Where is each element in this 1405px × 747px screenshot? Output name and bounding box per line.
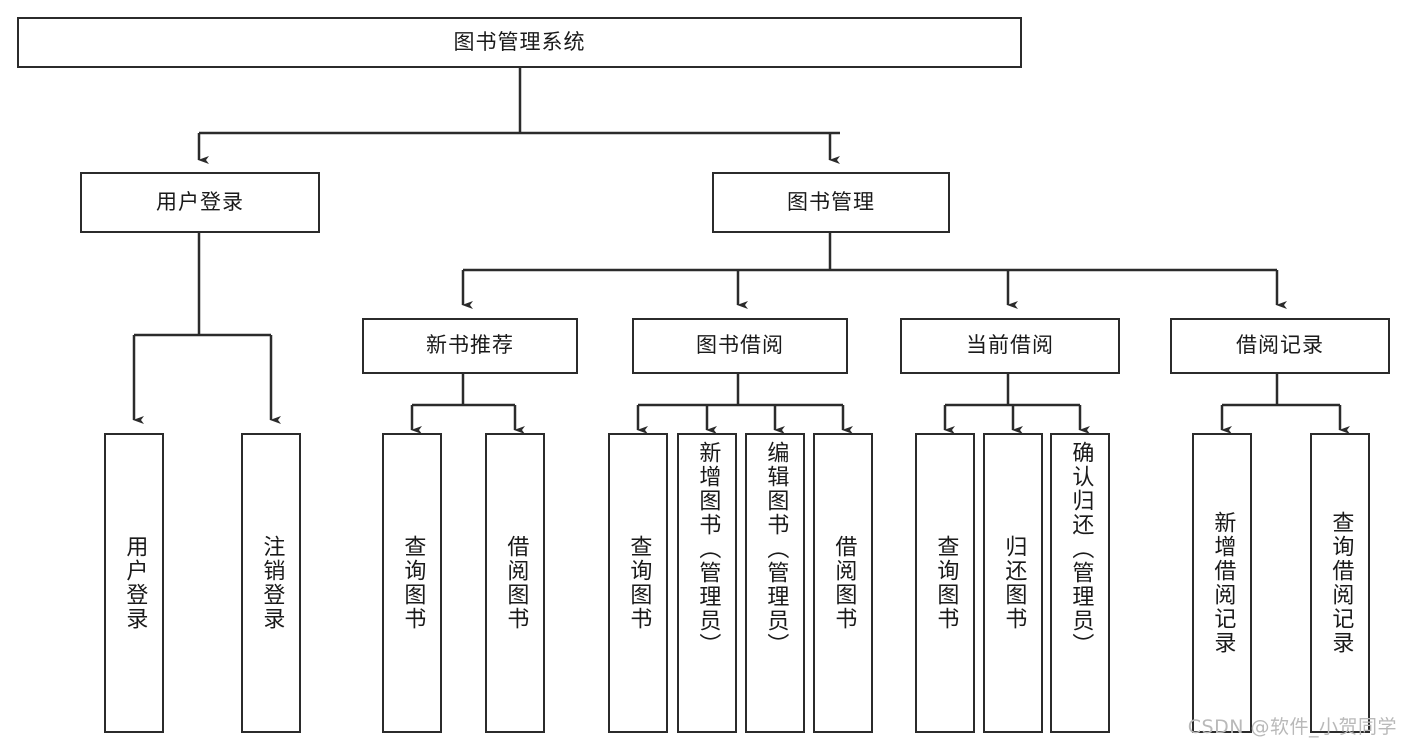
leaf-label: 编辑图书（管理员）	[763, 441, 789, 657]
leaf-record-add-borrow-record[interactable]: 新增借阅记录	[1192, 433, 1252, 733]
node-root-system[interactable]: 图书管理系统	[17, 17, 1022, 68]
leaf-borrow-borrow-book[interactable]: 借阅图书	[813, 433, 873, 733]
leaf-user-login[interactable]: 用户登录	[104, 433, 164, 733]
node-borrow-record[interactable]: 借阅记录	[1170, 318, 1390, 374]
node-book-borrow[interactable]: 图书借阅	[632, 318, 848, 374]
leaf-recommend-query-book[interactable]: 查询图书	[382, 433, 442, 733]
leaf-borrow-query-book[interactable]: 查询图书	[608, 433, 668, 733]
leaf-current-return-book[interactable]: 归还图书	[983, 433, 1043, 733]
leaf-borrow-add-book-admin[interactable]: 新增图书（管理员）	[677, 433, 737, 733]
leaf-borrow-edit-book-admin[interactable]: 编辑图书（管理员）	[745, 433, 805, 733]
node-label: 图书管理系统	[453, 29, 586, 54]
leaf-label: 查询图书	[400, 535, 426, 631]
leaf-label: 新增图书（管理员）	[695, 441, 721, 657]
leaf-current-confirm-return-admin[interactable]: 确认归还（管理员）	[1050, 433, 1110, 733]
node-current-borrow[interactable]: 当前借阅	[900, 318, 1120, 374]
node-label: 图书借阅	[696, 333, 784, 358]
leaf-label: 查询图书	[626, 535, 652, 631]
node-label: 借阅记录	[1236, 333, 1324, 358]
leaf-recommend-borrow-book[interactable]: 借阅图书	[485, 433, 545, 733]
leaf-label: 注销登录	[259, 535, 285, 631]
node-user-login[interactable]: 用户登录	[80, 172, 320, 233]
leaf-label: 用户登录	[122, 535, 148, 631]
node-label: 图书管理	[787, 189, 875, 214]
node-new-book-recommend[interactable]: 新书推荐	[362, 318, 578, 374]
leaf-label: 新增借阅记录	[1210, 511, 1236, 655]
leaf-label: 借阅图书	[831, 535, 857, 631]
node-book-management[interactable]: 图书管理	[712, 172, 950, 233]
node-label: 用户登录	[156, 189, 244, 214]
leaf-label: 确认归还（管理员）	[1068, 441, 1094, 657]
leaf-record-query-borrow-record[interactable]: 查询借阅记录	[1310, 433, 1370, 733]
node-label: 当前借阅	[966, 333, 1054, 358]
leaf-label: 查询借阅记录	[1328, 511, 1354, 655]
leaf-label: 查询图书	[933, 535, 959, 631]
leaf-current-query-book[interactable]: 查询图书	[915, 433, 975, 733]
leaf-user-logout[interactable]: 注销登录	[241, 433, 301, 733]
node-label: 新书推荐	[426, 333, 514, 358]
watermark: CSDN @软件_小贺同学	[1187, 716, 1397, 738]
leaf-label: 归还图书	[1001, 535, 1027, 631]
leaf-label: 借阅图书	[503, 535, 529, 631]
